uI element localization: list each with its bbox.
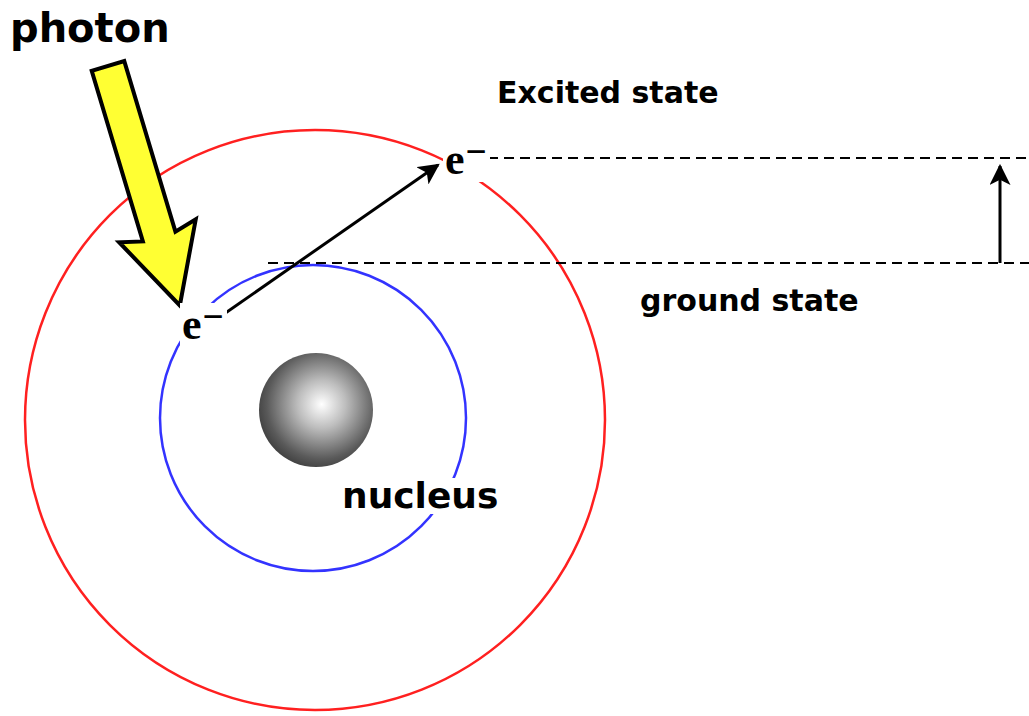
electron-label: e⁻	[180, 303, 227, 347]
level-label: ground state	[640, 286, 859, 316]
energy-arrow	[999, 166, 1002, 263]
energy-level-line	[488, 157, 1029, 159]
photon-label: photon	[10, 8, 170, 48]
nucleus-label: nucleus	[340, 478, 500, 514]
electron-label: e⁻	[443, 138, 490, 182]
transition-arrow	[214, 165, 438, 321]
outer-orbit	[25, 130, 605, 710]
level-label: Excited state	[497, 78, 719, 108]
nucleus-symbol	[259, 353, 373, 467]
energy-level-line	[268, 262, 1029, 264]
photon-arrow	[70, 55, 218, 317]
inner-orbit	[160, 265, 466, 571]
